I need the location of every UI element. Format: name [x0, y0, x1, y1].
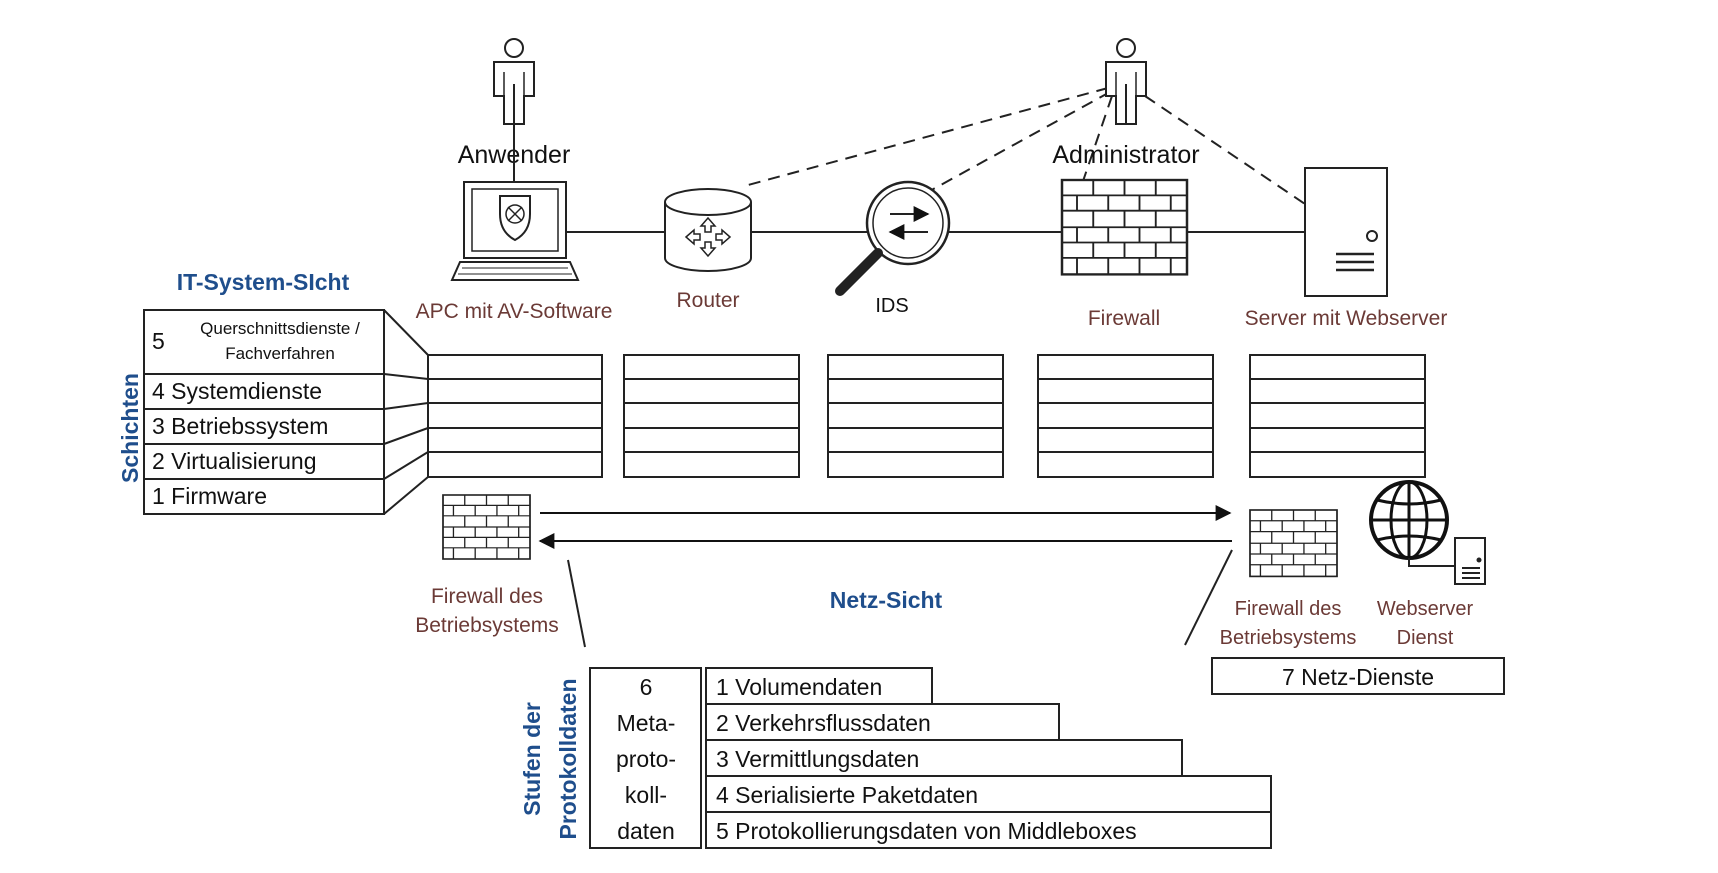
device-server-label: Server mit Webserver — [1245, 307, 1448, 330]
log-level-bar-4 — [705, 775, 1272, 813]
net-services-label: 7 Netz-Dienste — [1282, 664, 1434, 690]
meta-line-1: 6 — [640, 674, 653, 700]
layer-stack-server — [1249, 354, 1426, 478]
log-level-5-label: 5 Protokollierungsdaten von Middleboxes — [716, 818, 1137, 844]
brick-wall-icon-os-right — [1249, 509, 1338, 578]
webserver-label-line1: Webserver — [1377, 598, 1474, 620]
layer-2-label: 2 Virtualisierung — [152, 448, 317, 474]
meta-line-4: koll- — [625, 782, 667, 808]
log-level-bars — [705, 667, 1272, 849]
admin-dashed-lines — [747, 87, 1306, 205]
brick-wall-icon-os-left — [442, 494, 531, 560]
log-levels-vertical-label-line2: Protokolldaten — [555, 678, 581, 839]
globe-icon — [1369, 480, 1449, 560]
device-firewall-label: Firewall — [1088, 307, 1160, 330]
magnifier-icon — [835, 180, 951, 296]
device-router-label: Router — [676, 289, 739, 312]
log-level-bar-3 — [705, 739, 1183, 777]
shield-icon — [499, 195, 531, 242]
device-ids-label: IDS — [875, 295, 908, 317]
layer-5-label-line2: Fachverfahren — [225, 344, 335, 363]
os-firewall-left-label-line1: Firewall des — [431, 585, 543, 608]
meta-line-5: daten — [617, 818, 675, 844]
webserver-label-line2: Dienst — [1397, 627, 1454, 649]
os-firewall-right-label-line1: Firewall des — [1235, 598, 1342, 620]
log-level-1-label: 1 Volumendaten — [716, 674, 882, 700]
log-level-4-label: 4 Serialisierte Paketdaten — [716, 782, 978, 808]
it-system-view-title: IT-System-SIcht — [177, 269, 350, 295]
router-icon — [664, 188, 752, 272]
layer-5-number: 5 — [152, 328, 165, 354]
log-level-3-label: 3 Vermittlungsdaten — [716, 746, 919, 772]
network-view-title: Netz-Sicht — [830, 587, 943, 613]
os-firewall-right-label-line2: Betriebsystems — [1220, 627, 1357, 649]
layer-table — [143, 309, 385, 515]
person-icon-user — [493, 38, 535, 125]
os-firewall-left-label-line2: Betriebsystems — [415, 614, 559, 637]
layer-1-label: 1 Firmware — [152, 483, 267, 509]
os-firewall-right-pointer — [1184, 549, 1233, 646]
layer-5-label-line1: Querschnittsdienste / — [200, 319, 360, 338]
layer-3-label: 3 Betriebssystem — [152, 413, 328, 439]
brick-wall-icon-firewall — [1060, 178, 1189, 276]
person-icon-admin — [1105, 38, 1147, 125]
layer-stack-router — [623, 354, 800, 478]
actor-admin-label: Administrator — [1052, 141, 1199, 169]
log-levels-vertical-label-line1: Stufen der — [519, 702, 545, 816]
device-pc-label: APC mit AV-Software — [416, 300, 613, 323]
layers-vertical-label: Schichten — [117, 373, 143, 483]
meta-line-3: proto- — [616, 746, 676, 772]
meta-line-2: Meta- — [617, 710, 676, 736]
log-level-2-label: 2 Verkehrsflussdaten — [716, 710, 931, 736]
layer-4-label: 4 Systemdienste — [152, 378, 322, 404]
layer-stack-pc — [427, 354, 603, 478]
meta-protocol-data-box — [589, 667, 702, 849]
server-tower-icon — [1304, 167, 1388, 297]
log-level-bar-5 — [705, 811, 1272, 849]
net-services-box — [1211, 657, 1505, 695]
layer-stack-firewall — [1037, 354, 1214, 478]
layer-stack-ids — [827, 354, 1004, 478]
os-firewall-left-pointer — [567, 559, 586, 648]
layer-connector-lines — [383, 309, 429, 515]
server-tower-icon-small — [1408, 537, 1486, 585]
